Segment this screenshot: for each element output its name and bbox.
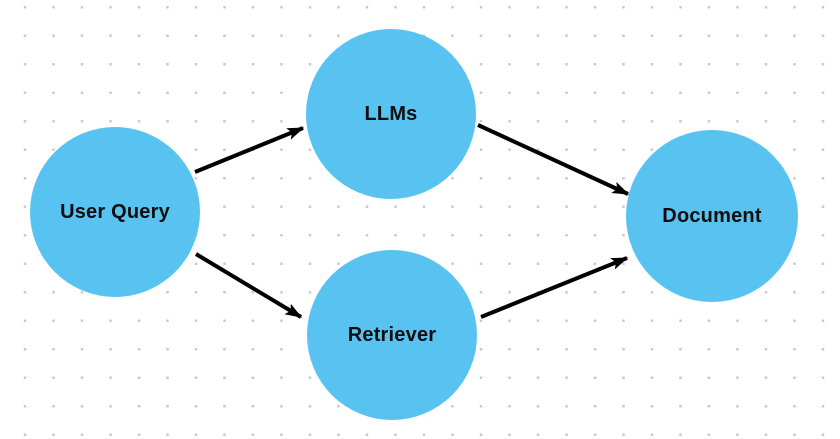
node-llms[interactable]: LLMs bbox=[306, 29, 476, 199]
node-document[interactable]: Document bbox=[626, 130, 798, 302]
edge-user-query-retriever[interactable] bbox=[194, 252, 303, 319]
node-user-query-label: User Query bbox=[60, 200, 170, 223]
edge-user-query-llms[interactable] bbox=[194, 126, 305, 174]
node-user-query[interactable]: User Query bbox=[30, 127, 200, 297]
node-document-label: Document bbox=[662, 204, 762, 227]
node-retriever[interactable]: Retriever bbox=[307, 250, 477, 420]
edge-retriever-document[interactable] bbox=[480, 256, 629, 319]
edge-llms-document[interactable] bbox=[477, 123, 630, 196]
node-llms-label: LLMs bbox=[364, 102, 418, 125]
node-retriever-label: Retriever bbox=[347, 323, 437, 346]
